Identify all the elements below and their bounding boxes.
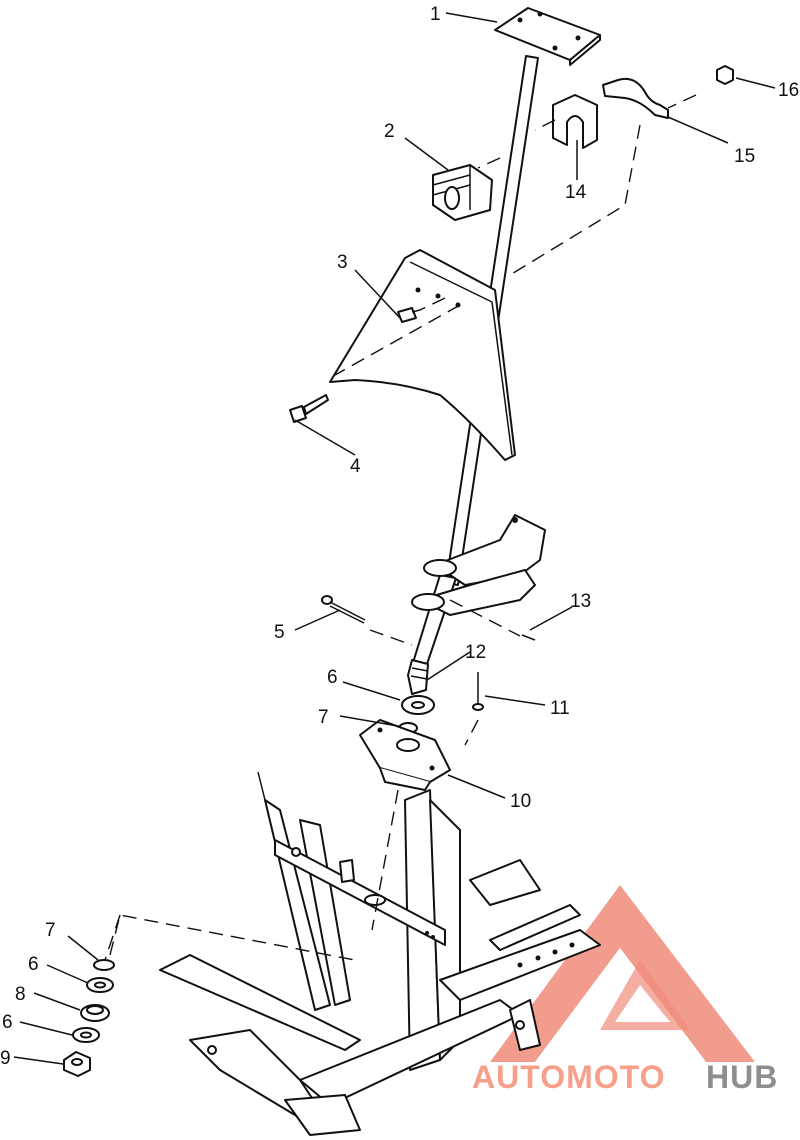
- watermark-auto: AUTOMOTO: [472, 1059, 665, 1095]
- console-shield: [329, 249, 516, 461]
- part-1-top-plate: [494, 7, 601, 66]
- part-6-washer-lower-1: [86, 977, 114, 993]
- callout-leader-lines: [13, 12, 776, 1065]
- part-2-bushing-block: [432, 164, 493, 221]
- watermark-hub: HUB: [706, 1059, 778, 1095]
- callout-8: 8: [15, 984, 26, 1005]
- part-12-shaft-end: [407, 659, 429, 695]
- callout-11: 11: [550, 698, 570, 719]
- callout-7-lower: 7: [45, 920, 56, 941]
- callout-7-upper: 7: [318, 707, 329, 728]
- callout-15: 15: [734, 146, 755, 167]
- part-16-nut: [716, 65, 734, 85]
- callout-6-lower-1: 6: [28, 954, 39, 975]
- part-14-bushing-half: [552, 94, 598, 149]
- callout-13: 13: [570, 591, 591, 612]
- vehicle-frame: [159, 771, 601, 1136]
- part-3-screw: [397, 307, 421, 323]
- callout-9: 9: [0, 1048, 11, 1069]
- part-11-screw: [472, 672, 484, 711]
- part-15-clamp: [602, 77, 669, 119]
- part-9-castle-nut: [63, 1051, 91, 1077]
- callout-6-upper: 6: [327, 667, 338, 688]
- callout-4: 4: [350, 456, 361, 477]
- part-13-screw: [521, 634, 536, 641]
- part-6-washer-upper: [401, 695, 435, 715]
- callout-12: 12: [465, 642, 486, 663]
- part-5-cotter-pin: [321, 595, 366, 624]
- part-6-washer-lower-2: [72, 1027, 100, 1043]
- watermark: AUTOMOTO HUB: [472, 1059, 778, 1095]
- part-8-bearing: [80, 1004, 110, 1022]
- part-4-bolt: [289, 394, 329, 423]
- callout-3: 3: [337, 252, 348, 273]
- post-bracket: [411, 514, 546, 616]
- callout-5: 5: [274, 622, 285, 643]
- assembly-dash-lines: [104, 94, 697, 961]
- callout-16: 16: [778, 80, 799, 101]
- callout-labels: 1 2 3 4 5 6 6 6 7 7 8 9 10 11 12 13 14 1…: [0, 4, 799, 1069]
- callout-10: 10: [510, 791, 531, 812]
- part-7-oring-lower: [93, 959, 115, 971]
- part-10-steering-block: [359, 719, 451, 791]
- callout-1: 1: [430, 4, 441, 25]
- automotohub-logo-icon: [490, 885, 755, 1062]
- callout-2: 2: [384, 121, 395, 142]
- callout-6-lower-2: 6: [2, 1012, 13, 1033]
- callout-14: 14: [565, 182, 587, 203]
